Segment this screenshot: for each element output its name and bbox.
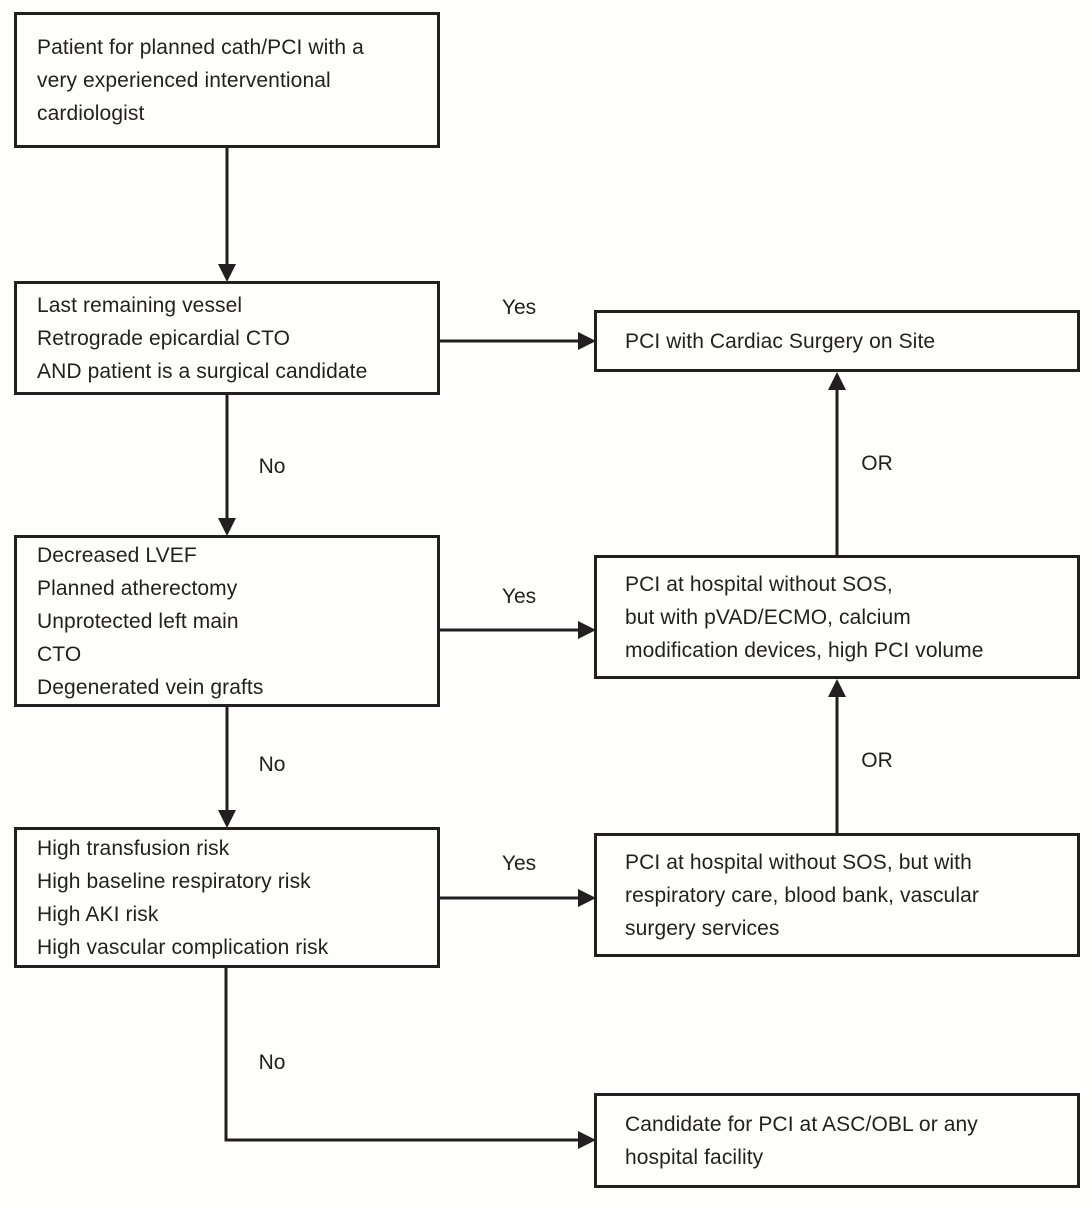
- box-text-line: respiratory care, blood bank, vascular: [625, 883, 979, 907]
- arrow-yes-to-sos: [440, 332, 596, 350]
- box-text-line: surgery services: [625, 916, 780, 940]
- box-surgical-candidate-criteria: Last remaining vessel Retrograde epicard…: [14, 281, 440, 395]
- box-text-line: Candidate for PCI at ASC/OBL or any: [625, 1112, 978, 1136]
- box-pci-hospital-without-sos-services: PCI at hospital without SOS, but with re…: [594, 833, 1080, 957]
- box-text-line: High transfusion risk: [37, 836, 230, 860]
- edge-label-yes-2: Yes: [501, 585, 537, 608]
- edge-label-no-3: No: [258, 1051, 286, 1074]
- arrow-patient-to-surgical: [218, 148, 236, 282]
- box-high-complexity-criteria: Decreased LVEF Planned atherectomy Unpro…: [14, 535, 440, 707]
- box-text-line: modification devices, high PCI volume: [625, 638, 984, 662]
- box-pci-asc-obl-any-hospital: Candidate for PCI at ASC/OBL or any hosp…: [594, 1093, 1080, 1188]
- box-text-line: very experienced interventional: [37, 68, 331, 92]
- box-text-line: Retrograde epicardial CTO: [37, 326, 291, 350]
- arrow-yes-to-pvad: [440, 621, 596, 639]
- box-text-line: but with pVAD/ECMO, calcium: [625, 605, 911, 629]
- box-text-line: PCI with Cardiac Surgery on Site: [625, 329, 936, 353]
- box-text-line: cardiologist: [37, 101, 145, 125]
- box-text-line: CTO: [37, 642, 82, 666]
- edge-label-no-1: No: [258, 455, 286, 478]
- edge-label-or-2: OR: [861, 749, 893, 772]
- box-text-line: hospital facility: [625, 1145, 764, 1169]
- box-text-line: High vascular complication risk: [37, 935, 329, 959]
- box-text-line: PCI at hospital without SOS, but with: [625, 850, 972, 874]
- arrow-or-services-to-pvad: [828, 679, 846, 833]
- arrow-no-to-complexity: [218, 395, 236, 536]
- edge-label-yes-1: Yes: [501, 296, 537, 319]
- box-text-line: Decreased LVEF: [37, 543, 197, 567]
- box-high-risk-criteria: High transfusion risk High baseline resp…: [14, 827, 440, 968]
- box-text-line: High AKI risk: [37, 902, 159, 926]
- box-text-line: Degenerated vein grafts: [37, 675, 264, 699]
- box-pci-hospital-without-sos-pvad: PCI at hospital without SOS, but with pV…: [594, 555, 1080, 679]
- edge-label-or-1: OR: [861, 452, 893, 475]
- arrow-yes-to-services: [440, 889, 596, 907]
- box-text-line: Planned atherectomy: [37, 576, 238, 600]
- box-planned-cath-pci: Patient for planned cath/PCI with a very…: [14, 12, 440, 148]
- edge-label-no-2: No: [258, 753, 286, 776]
- arrow-no-to-risk: [218, 707, 236, 828]
- box-text-line: Patient for planned cath/PCI with a: [37, 35, 364, 59]
- box-text-line: PCI at hospital without SOS,: [625, 572, 893, 596]
- box-text-line: AND patient is a surgical candidate: [37, 359, 368, 383]
- arrow-or-pvad-to-sos: [828, 372, 846, 555]
- box-text-line: High baseline respiratory risk: [37, 869, 311, 893]
- box-pci-with-cardiac-surgery-on-site: PCI with Cardiac Surgery on Site: [594, 310, 1080, 372]
- box-text-line: Last remaining vessel: [37, 293, 243, 317]
- edge-label-yes-3: Yes: [501, 852, 537, 875]
- box-text-line: Unprotected left main: [37, 609, 239, 633]
